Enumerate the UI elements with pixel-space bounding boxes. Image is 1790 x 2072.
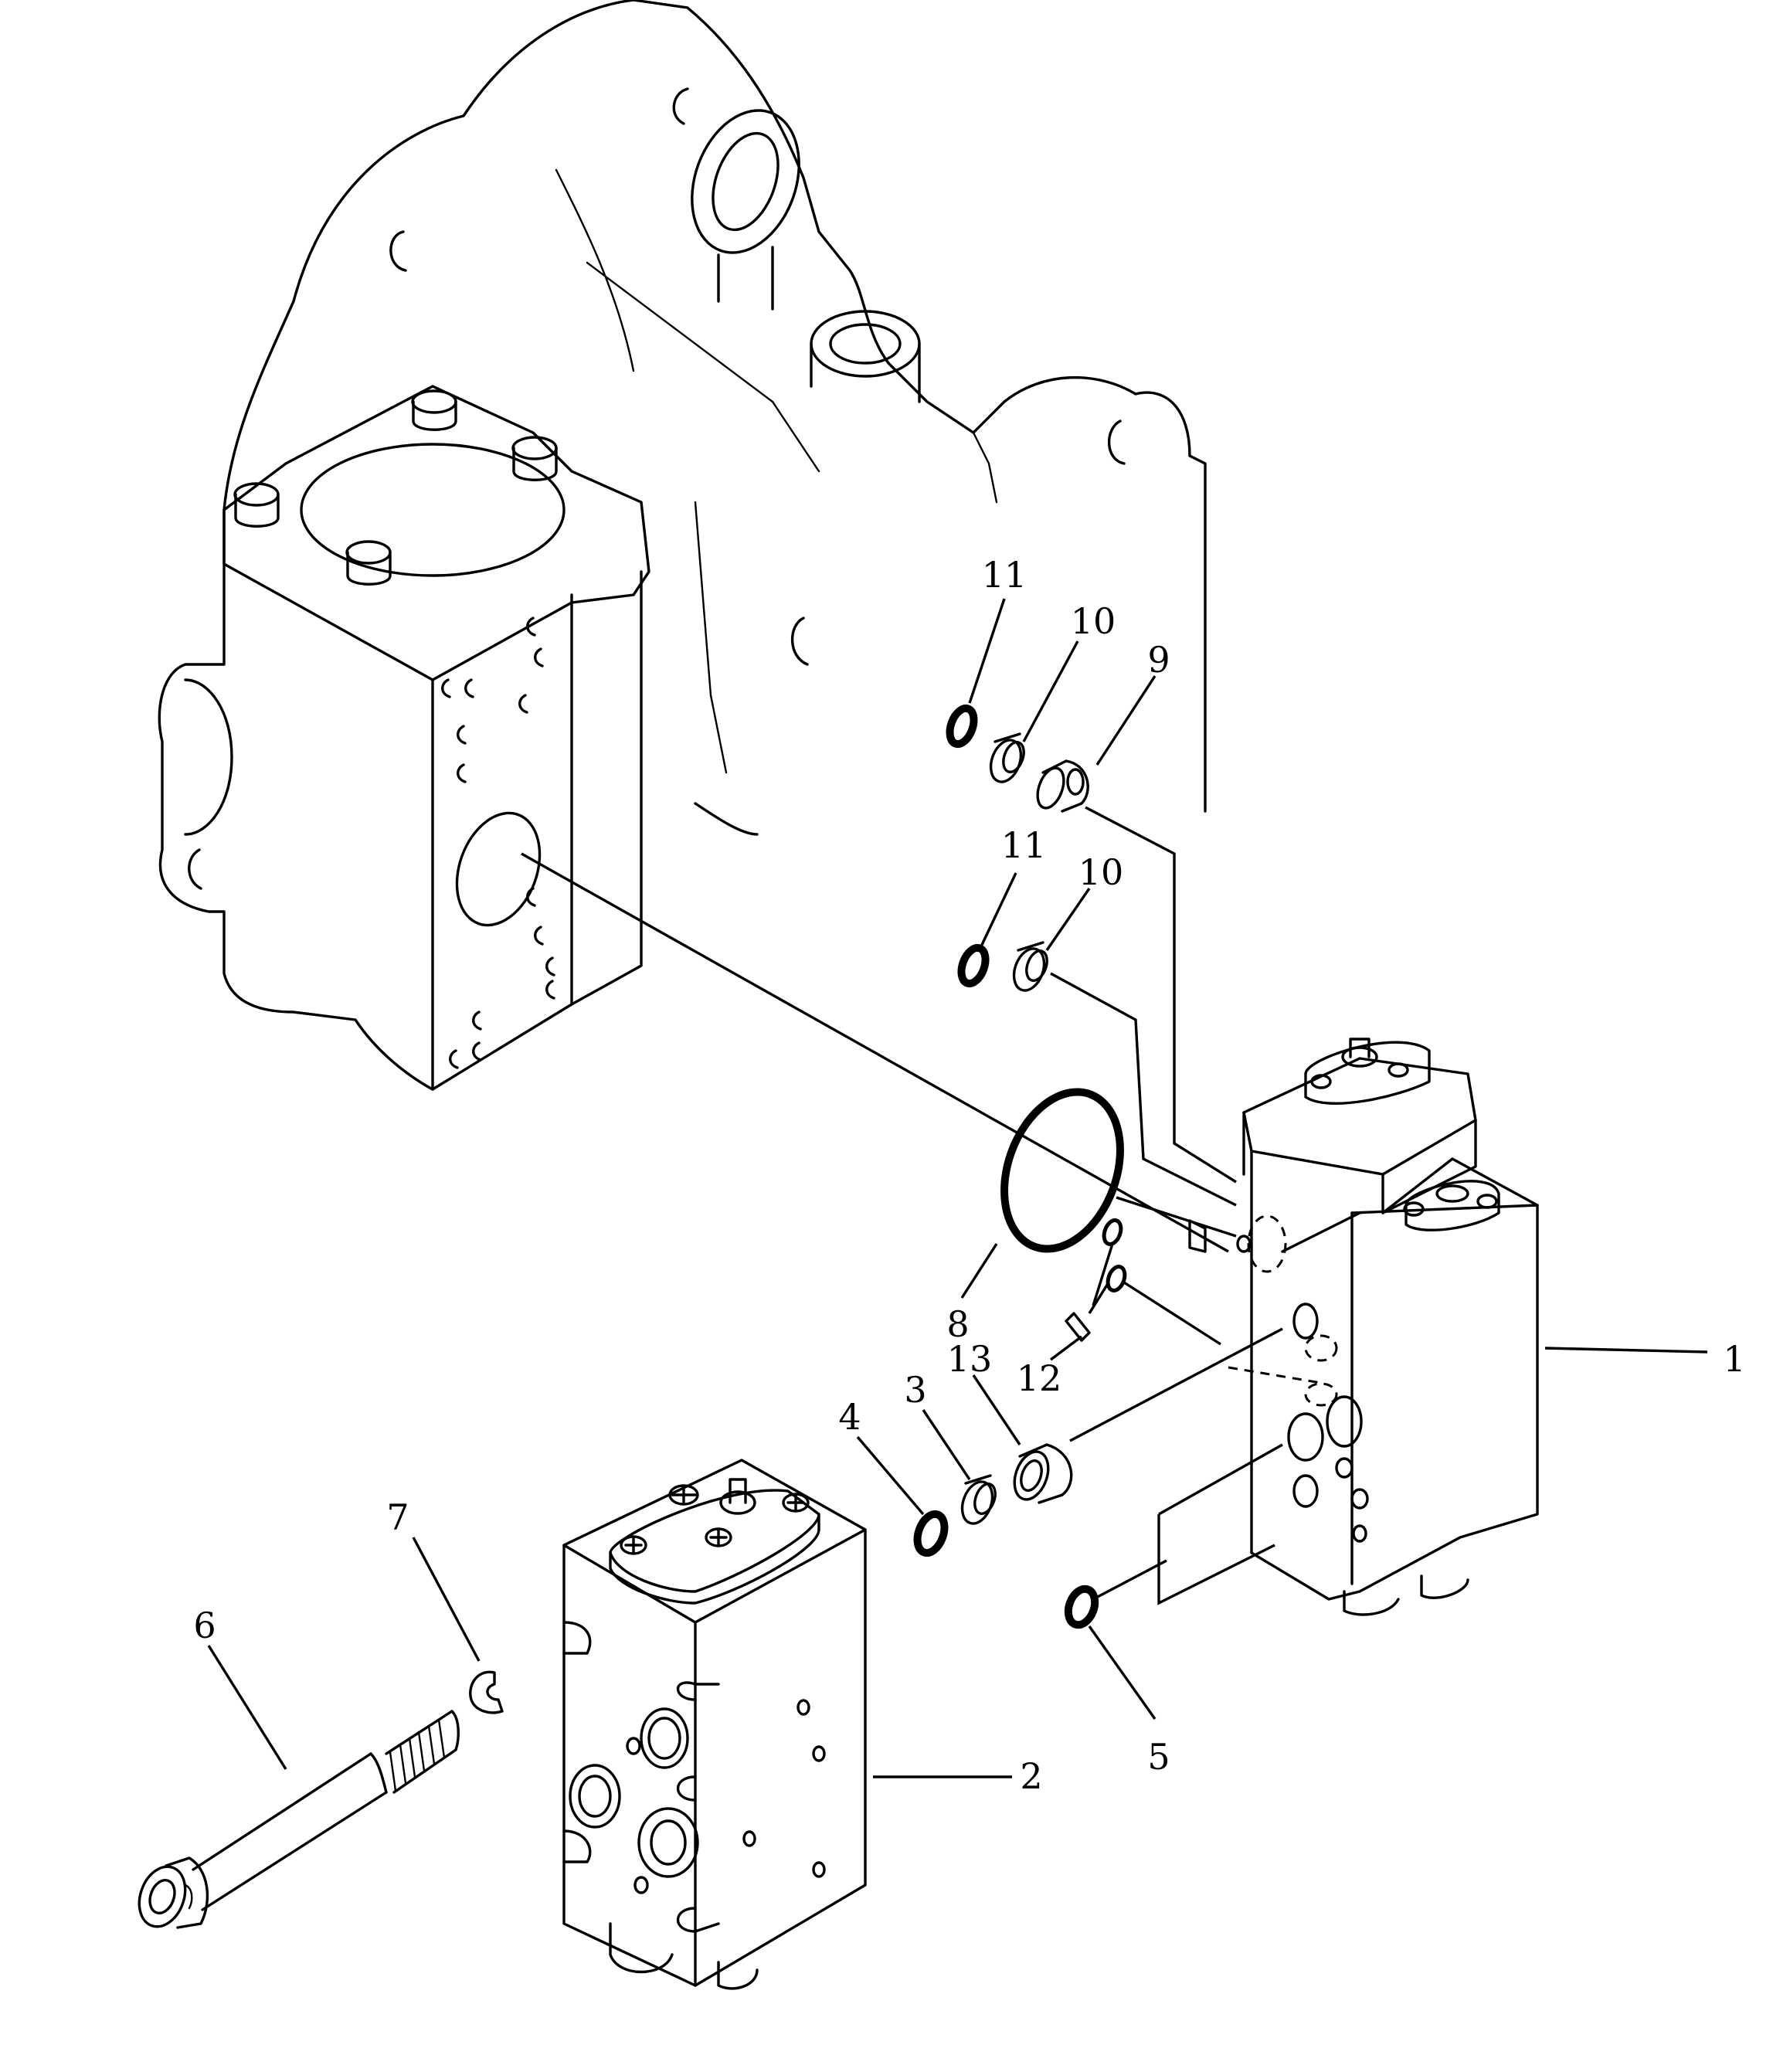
leader-10b <box>1045 888 1091 951</box>
callout-2: 2 <box>1020 1755 1042 1797</box>
valve-2-bolts <box>620 1478 810 1555</box>
callout-8: 8 <box>946 1303 969 1345</box>
callout-7: 7 <box>386 1496 409 1538</box>
callout-12: 12 <box>1017 1357 1062 1399</box>
callout-10-lower: 10 <box>1078 851 1124 893</box>
leader-4 <box>856 1435 925 1516</box>
callout-9: 9 <box>1147 639 1170 681</box>
plug-10-lower <box>1012 941 1048 992</box>
seal-12-upper <box>1102 1218 1123 1246</box>
callout-11-upper: 11 <box>982 554 1027 596</box>
callout-11-lower: 11 <box>1001 824 1047 866</box>
callout-5: 5 <box>1147 1736 1170 1778</box>
assembly-lines <box>521 806 1283 1605</box>
callout-6: 6 <box>193 1605 216 1646</box>
bolt-6 <box>138 1710 460 1929</box>
leader-13 <box>972 1374 1021 1445</box>
callout-1: 1 <box>1723 1338 1745 1380</box>
valve-block-2 <box>562 1459 867 1990</box>
leader-12 <box>1049 1243 1114 1361</box>
plug-3 <box>960 1474 997 1525</box>
callout-4: 4 <box>838 1396 861 1438</box>
o-ring-8 <box>1000 1088 1124 1253</box>
leader-11b <box>980 872 1017 947</box>
pump-housing <box>158 0 1207 1091</box>
leader-6 <box>207 1645 287 1770</box>
seal-11-upper <box>946 704 978 749</box>
pin-12 <box>1065 1312 1091 1342</box>
leader-10a <box>1022 640 1079 742</box>
housing-holes <box>389 87 1126 1069</box>
plug-10-upper <box>989 732 1025 783</box>
callout-10-upper: 10 <box>1071 600 1116 642</box>
cover-bolts <box>233 389 558 586</box>
leader-5 <box>1088 1625 1157 1720</box>
callout-numbers: 1 2 3 4 5 6 7 8 9 10 10 11 11 12 13 <box>193 554 1745 1797</box>
leader-3 <box>922 1409 971 1480</box>
leader-11a <box>968 598 1006 704</box>
sleeve-13 <box>1013 1443 1073 1504</box>
snap-ring-7 <box>469 1670 504 1714</box>
seal-11-lower <box>957 943 990 988</box>
seal-12-lower <box>1106 1265 1127 1292</box>
leader-9 <box>1095 675 1157 766</box>
callout-13: 13 <box>947 1338 993 1380</box>
seal-5 <box>1064 1585 1099 1629</box>
plug-9 <box>1036 759 1089 813</box>
callout-3: 3 <box>904 1369 926 1411</box>
leader-8 <box>960 1243 998 1299</box>
leader-1 <box>1544 1347 1708 1354</box>
control-valve-1 <box>1228 1038 1539 1616</box>
seal-4 <box>913 1510 949 1557</box>
eye-bolt <box>691 109 800 311</box>
leader-7 <box>412 1537 481 1662</box>
